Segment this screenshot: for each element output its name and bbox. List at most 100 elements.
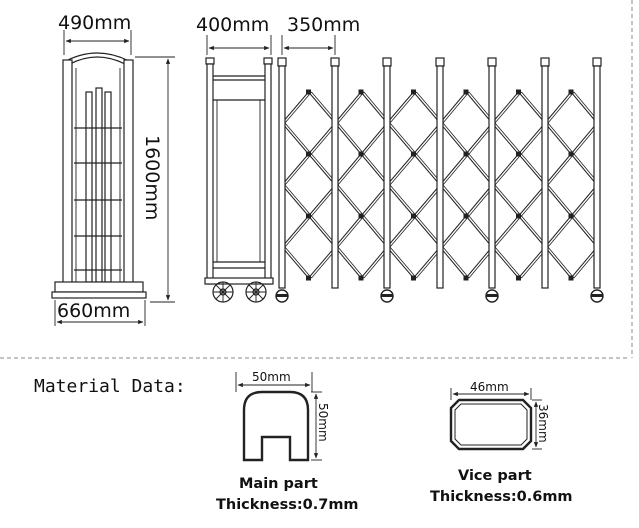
lattice-arm [439,215,467,248]
post-cap [382,57,392,67]
lattice-arm [386,122,414,155]
pivot-joint [411,89,416,95]
vice-part-thickness: Thickness:0.6mm [430,489,573,505]
lattice-arm [389,215,417,248]
lattice-arm [439,153,467,186]
lattice-arm [386,215,414,248]
lattice-arm [491,184,519,217]
lattice-arm [337,91,365,124]
lattice-arm [308,184,336,217]
dim-leaf-spacing: 350mm [287,14,360,36]
lattice-arm [439,246,467,279]
lattice-arm [386,246,414,279]
lattice-arm [360,91,388,124]
front-dimensions [54,30,175,326]
lattice-arm [442,122,470,155]
pivot-joint [358,151,364,157]
gate-posts [275,57,604,303]
gate-post [593,65,601,289]
pivot-joint [516,89,521,95]
gate-post [488,65,496,289]
lattice-arm [284,246,312,279]
lattice-arm [518,153,546,186]
lattice-arm [281,215,309,248]
pivot-joint [516,151,521,157]
lattice-arm [465,246,493,279]
lattice-arm [334,153,362,186]
lattice-arm [281,122,309,155]
lattice-arm [465,122,493,155]
section-divider [0,0,633,359]
lattice-arm [465,153,493,186]
material-heading: Material Data: [34,376,186,397]
lattice-arm [413,91,441,124]
pivot-joint [411,275,416,281]
lattice-arm [308,153,336,186]
main-part-height: 50mm [316,403,330,442]
lattice-arm [284,153,312,186]
lattice-arm [284,184,312,217]
post-cap [435,57,445,67]
lattice-arm [308,215,336,248]
lattice-arm [544,184,572,217]
dim-height: 1600mm [141,135,163,220]
lattice-arm [337,246,365,279]
pivot-joint [306,151,311,157]
lattice-arm [544,122,572,155]
lattice-arm [389,91,417,124]
lattice-arm [547,246,575,279]
caster-axle [486,294,498,297]
lattice-arm [494,246,522,279]
lattice-arm [547,215,575,248]
lattice-arm [334,122,362,155]
gate-post [278,65,286,289]
lattice-arm [570,184,598,217]
side-view-head [204,57,274,303]
lattice-arm [494,153,522,186]
pivot-joint [568,213,574,219]
main-part-thickness: Thickness:0.7mm [216,497,359,513]
lattice-arm [442,153,470,186]
lattice-arm [360,246,388,279]
main-part-name: Main part [239,476,318,492]
lattice-arm [570,215,598,248]
lattice-arm [308,246,336,279]
lattice-arm [518,122,546,155]
lattice-arm [491,246,519,279]
lattice-arm [334,246,362,279]
lattice-arm [386,184,414,217]
lattice-arm [360,122,388,155]
dim-width-bottom: 660mm [57,300,130,322]
lattice-arm [439,91,467,124]
lattice-arm [465,91,493,124]
lattice-arm [389,153,417,186]
lattice-arm [439,122,467,155]
pivot-joint [463,151,469,157]
lattice-arm [465,215,493,248]
lattice-arm [413,184,441,217]
lattice-arm [544,246,572,279]
pivot-joint [516,275,521,281]
lattice-arm [442,184,470,217]
lattice-arm [465,184,493,217]
lattice-arm [518,215,546,248]
caster-axle [591,294,603,297]
post-cap [487,57,497,67]
lattice-arm [547,122,575,155]
gate-post [383,65,391,289]
lattice-arm [544,91,572,124]
lattice-arm [337,184,365,217]
lattice-arm [389,184,417,217]
vice-part-name: Vice part [458,468,532,484]
lattice-arm [337,122,365,155]
lattice-arm [442,246,470,279]
pivot-joint [306,213,311,219]
lattice-arm [360,153,388,186]
lattice-arm [544,153,572,186]
lattice-arm [494,91,522,124]
gate-post [436,65,444,289]
post-cap [540,57,550,67]
lattice-arm [281,184,309,217]
pivot-joint [306,89,311,95]
